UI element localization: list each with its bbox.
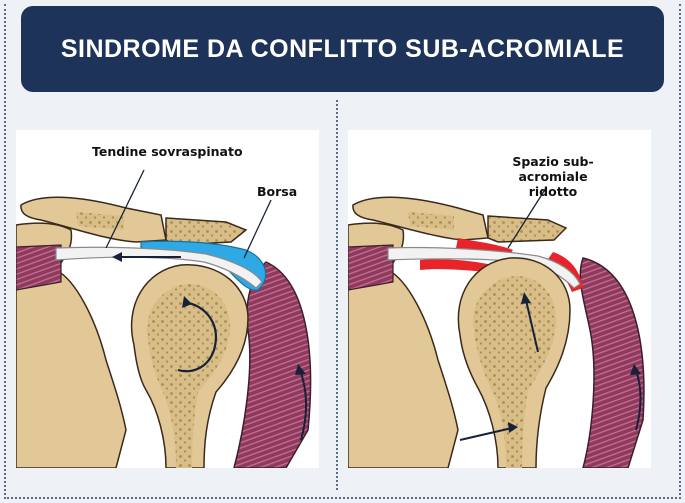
deltoid-muscle bbox=[233, 261, 312, 468]
push-arrow bbox=[459, 427, 513, 441]
push-arrowhead bbox=[508, 422, 518, 433]
impingement-panel bbox=[348, 130, 651, 468]
abduction-arrowhead bbox=[630, 364, 641, 375]
reduced-space-label-line1: Spazio sub-acromiale bbox=[512, 154, 594, 184]
bursa-label: Borsa bbox=[257, 184, 298, 199]
supraspinatus-muscle bbox=[348, 244, 394, 291]
rotation-arrowhead bbox=[182, 296, 192, 308]
acromion-spongy bbox=[76, 212, 124, 230]
supraspinatus-muscle bbox=[16, 244, 62, 291]
rotation-arrow bbox=[177, 300, 217, 373]
upward-arrowhead bbox=[521, 292, 531, 304]
title-banner: SINDROME DA CONFLITTO SUB-ACROMIALE bbox=[21, 6, 664, 92]
abduction-arrowhead bbox=[295, 364, 306, 375]
space-leader-line bbox=[507, 187, 547, 249]
upward-arrow bbox=[525, 299, 539, 353]
tendon-leader-line bbox=[105, 169, 145, 249]
impingement-zone-left bbox=[420, 259, 488, 272]
abduction-arrow bbox=[299, 369, 308, 441]
reduced-space-label-line2: ridotto bbox=[528, 184, 578, 199]
humeral-cancellous bbox=[473, 276, 557, 468]
reduced-space-label: Spazio sub-acromiale ridotto bbox=[478, 154, 628, 199]
acromion-spongy bbox=[408, 212, 454, 230]
tendon-pull-arrowhead bbox=[112, 252, 122, 262]
clavicle bbox=[165, 217, 248, 246]
bursa-leader-line bbox=[243, 199, 272, 259]
page-title: SINDROME DA CONFLITTO SUB-ACROMIALE bbox=[60, 34, 625, 63]
normal-shoulder-panel bbox=[16, 130, 319, 468]
supraspinatus-tendon bbox=[387, 246, 581, 289]
panel-divider bbox=[336, 100, 338, 490]
humeral-cancellous bbox=[147, 284, 231, 468]
dotted-frame bbox=[4, 4, 681, 499]
clavicle bbox=[487, 215, 568, 243]
normal-shoulder-illustration bbox=[16, 169, 312, 468]
deltoid-muscle bbox=[579, 257, 645, 468]
abduction-arrow bbox=[635, 369, 642, 431]
impingement-illustration bbox=[348, 187, 645, 468]
tendon-label: Tendine sovraspinato bbox=[92, 144, 243, 159]
